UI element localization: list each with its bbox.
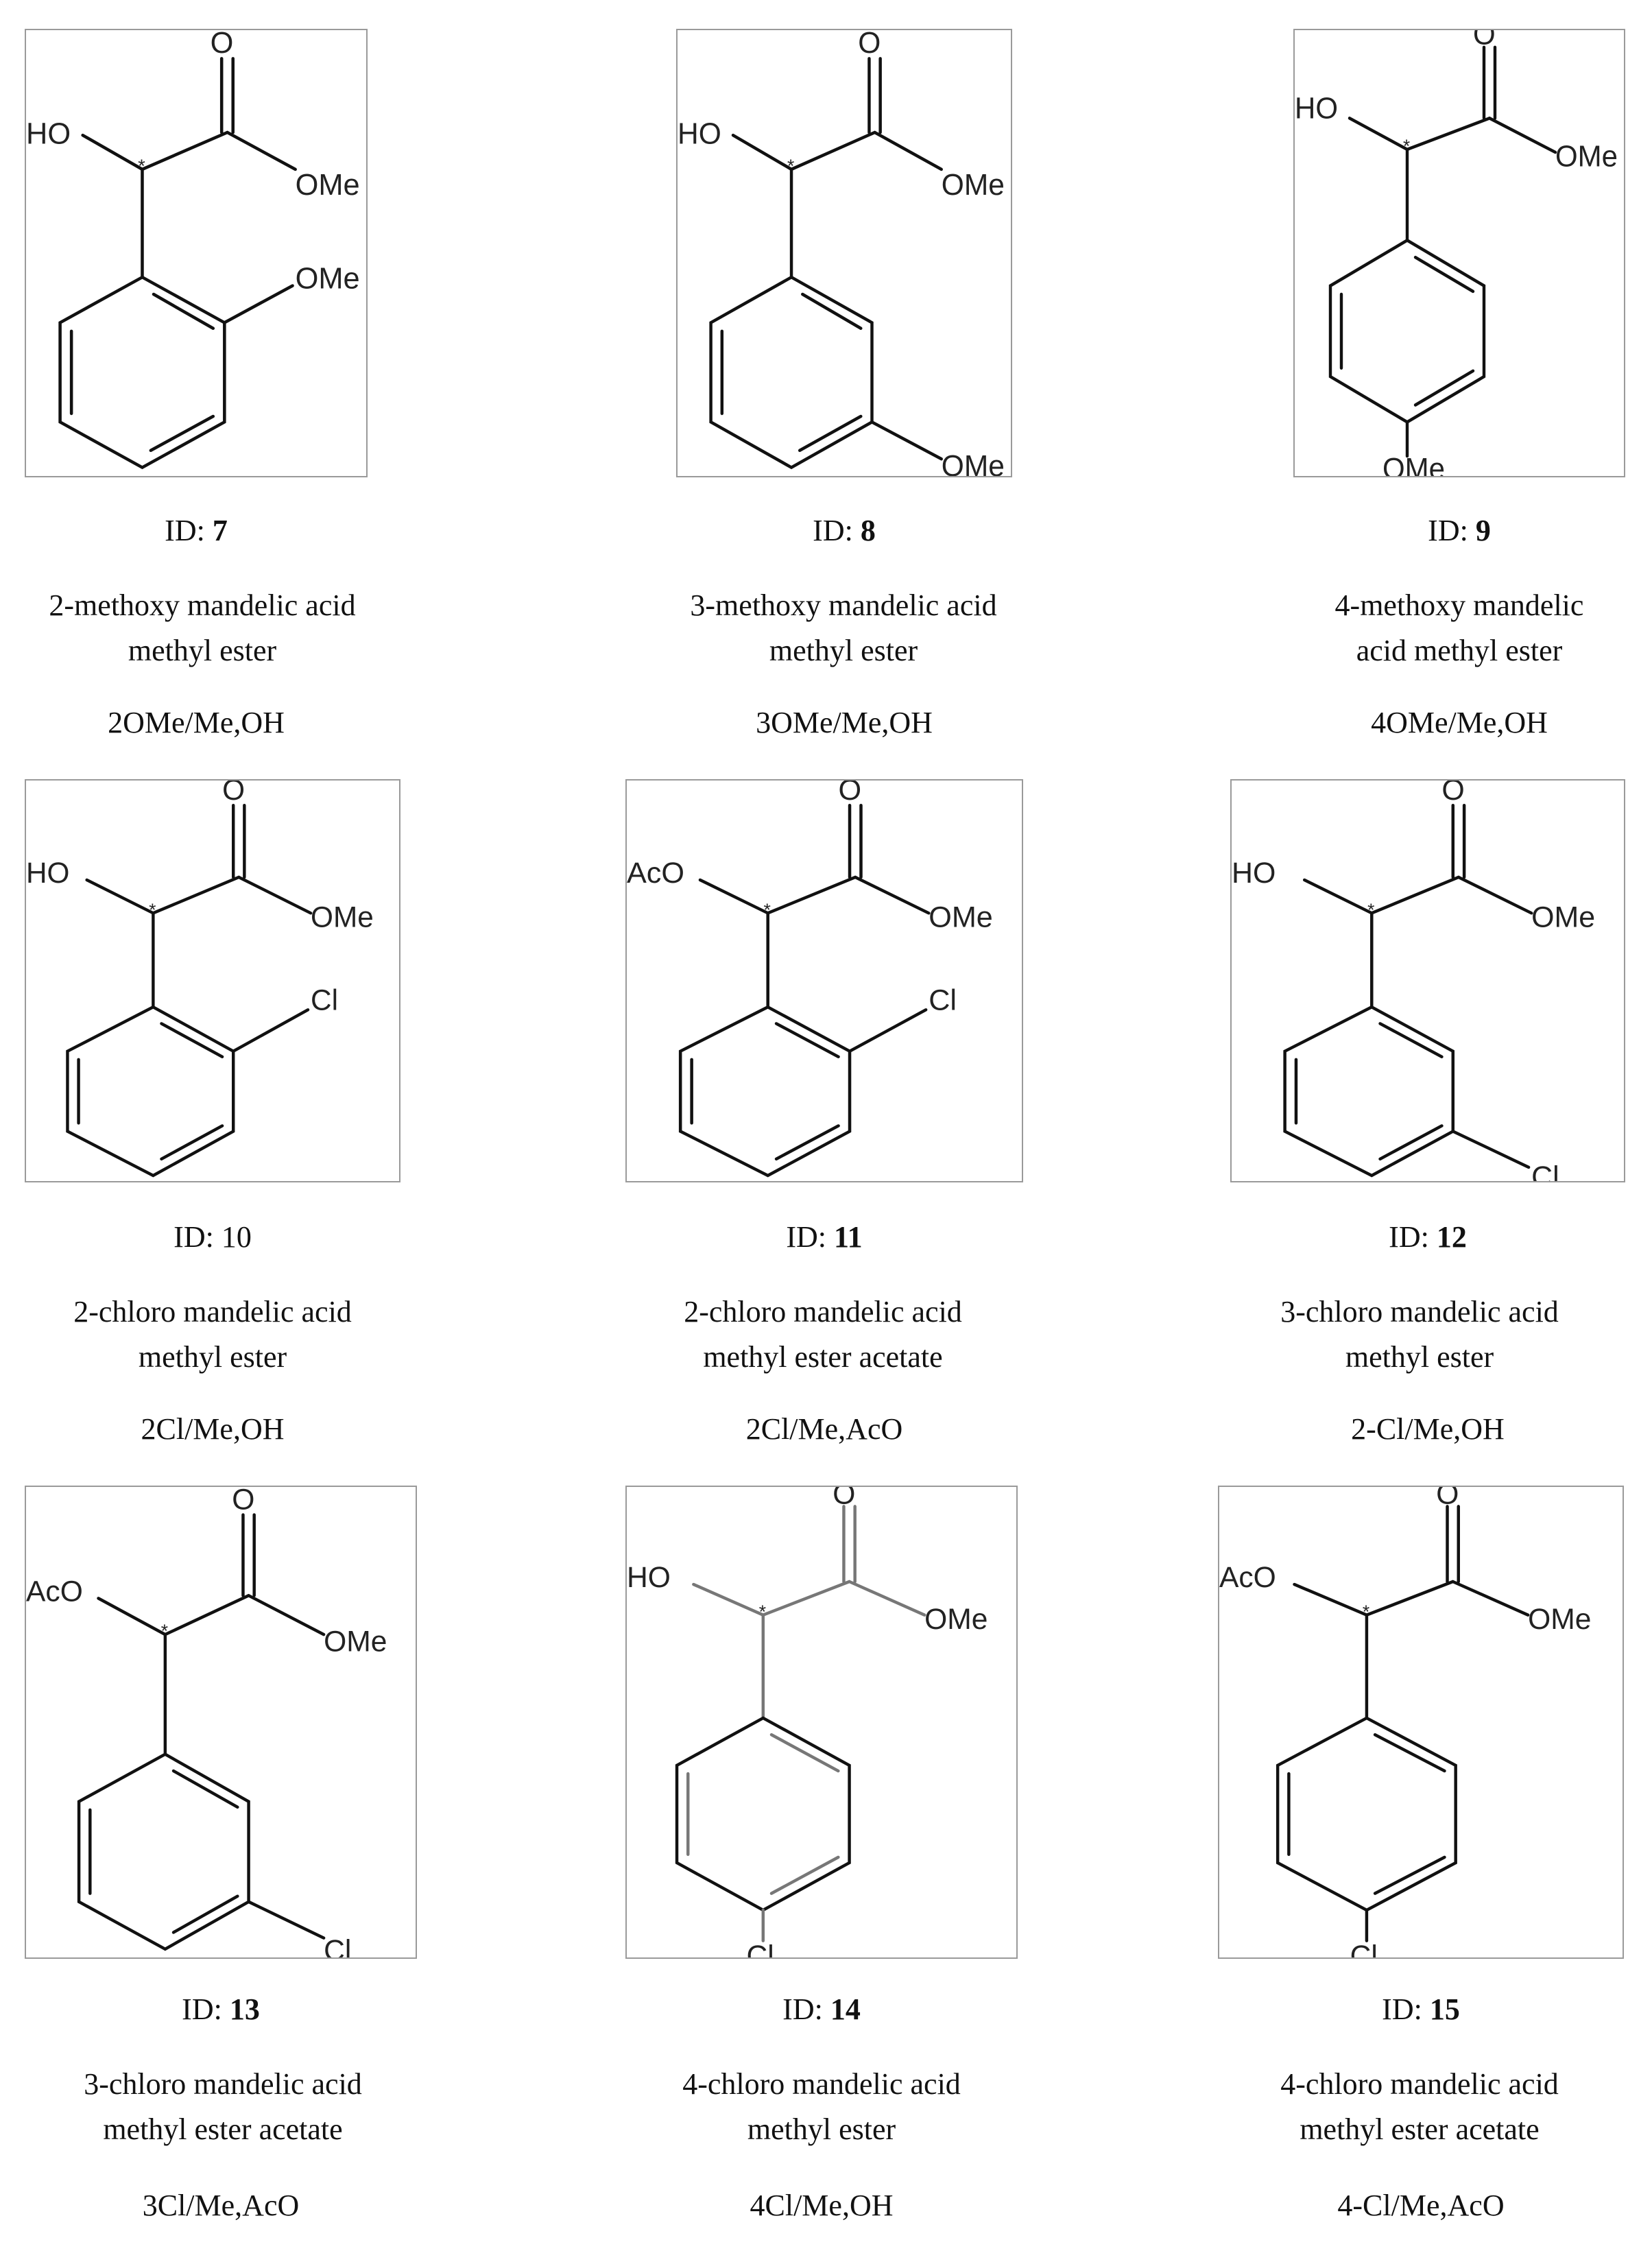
svg-text:OMe: OMe (296, 169, 360, 202)
compound-id: ID: 11 (786, 1220, 863, 1254)
svg-text:*: * (138, 156, 145, 176)
compound-id: ID: 10 (173, 1220, 252, 1254)
structure-frame: O HO OMe OMe * (25, 29, 368, 477)
svg-text:Cl: Cl (1531, 1160, 1559, 1181)
svg-text:HO: HO (26, 857, 69, 889)
svg-text:OMe: OMe (929, 901, 993, 933)
svg-text:O: O (1436, 1487, 1459, 1510)
structure-2-chloro-mandelic-methyl-ester-acetate: O AcO OMe Cl * (627, 781, 993, 1178)
structure-frame: O HO OMe OMe * (1293, 29, 1625, 477)
svg-text:OMe: OMe (1555, 140, 1618, 174)
structure-4-chloro-mandelic-methyl-ester: O HO OMe Cl * (627, 1487, 987, 1957)
structure-3-chloro-mandelic-methyl-ester-acetate: O AcO OMe Cl * (26, 1487, 387, 1957)
svg-text:Cl: Cl (324, 1934, 351, 1957)
svg-text:O: O (1473, 30, 1496, 51)
compound-code: 4OMe/Me,OH (1371, 706, 1548, 739)
compound-id: ID: 12 (1389, 1220, 1467, 1254)
structure-3-methoxy-mandelic-methyl-ester: O HO OMe OMe * (678, 30, 1005, 476)
svg-text:O: O (833, 1487, 855, 1510)
compound-code: 4Cl/Me,OH (750, 2189, 894, 2222)
svg-text:OMe: OMe (1528, 1603, 1591, 1636)
svg-text:AcO: AcO (26, 1575, 83, 1608)
svg-text:O: O (232, 1487, 254, 1516)
svg-text:AcO: AcO (1219, 1561, 1276, 1594)
svg-text:*: * (149, 899, 156, 920)
structure-2-methoxy-mandelic-methyl-ester: O HO OMe OMe * (26, 30, 360, 470)
svg-text:OMe: OMe (942, 450, 1005, 476)
compound-code: 2Cl/Me,OH (141, 1412, 285, 1446)
svg-text:*: * (759, 1601, 766, 1622)
compound-code: 2-Cl/Me,OH (1351, 1412, 1505, 1446)
compound-code: 2OMe/Me,OH (108, 706, 285, 739)
svg-text:O: O (858, 30, 881, 60)
svg-text:O: O (839, 781, 862, 807)
compound-id: ID: 15 (1382, 1992, 1460, 2026)
svg-text:O: O (222, 781, 245, 806)
structure-2-chloro-mandelic-methyl-ester: O HO OMe Cl * (26, 781, 374, 1178)
structure-frame: O HO OMe Cl * (1230, 779, 1625, 1182)
svg-text:AcO: AcO (627, 857, 684, 889)
svg-text:HO: HO (627, 1561, 671, 1594)
compound-id: ID: 8 (813, 514, 876, 547)
svg-text:O: O (1441, 781, 1464, 807)
structure-frame: O HO OMe OMe * (676, 29, 1012, 477)
structure-frame: O HO OMe Cl * (25, 779, 400, 1182)
svg-text:Cl: Cl (1350, 1940, 1378, 1957)
compound-id: ID: 14 (782, 1992, 861, 2026)
svg-text:Cl: Cl (746, 1940, 774, 1957)
svg-text:OMe: OMe (942, 169, 1005, 202)
structure-frame: O HO OMe Cl * (625, 1486, 1018, 1959)
compound-code: 3OMe/Me,OH (756, 706, 933, 739)
structure-4-methoxy-mandelic-methyl-ester: O HO OMe OMe * (1295, 30, 1618, 476)
svg-text:OMe: OMe (296, 263, 360, 296)
compound-code: 2Cl/Me,AcO (745, 1412, 903, 1446)
svg-text:*: * (1403, 136, 1410, 157)
svg-text:Cl: Cl (929, 984, 957, 1016)
svg-text:*: * (1367, 900, 1374, 920)
svg-text:HO: HO (1232, 857, 1276, 890)
compound-id: ID: 9 (1428, 514, 1491, 547)
structure-frame: O AcO OMe Cl * (625, 779, 1023, 1182)
compound-code: 3Cl/Me,AcO (142, 2189, 300, 2222)
svg-text:OMe: OMe (1382, 452, 1445, 476)
svg-text:OMe: OMe (924, 1603, 987, 1636)
svg-text:*: * (161, 1621, 168, 1641)
structure-4-chloro-mandelic-methyl-ester-acetate: O AcO OMe Cl * (1219, 1487, 1591, 1957)
compound-id: ID: 7 (165, 514, 228, 547)
svg-text:OMe: OMe (1531, 901, 1595, 934)
compound-id: ID: 13 (182, 1992, 260, 2026)
svg-text:HO: HO (678, 117, 721, 151)
svg-text:*: * (787, 156, 794, 176)
svg-text:OMe: OMe (311, 901, 374, 933)
compound-code: 4-Cl/Me,AcO (1337, 2189, 1505, 2222)
svg-text:O: O (211, 30, 234, 60)
svg-text:*: * (764, 900, 771, 920)
structure-frame: O AcO OMe Cl * (1218, 1486, 1624, 1959)
structure-3-chloro-mandelic-methyl-ester: O HO OMe Cl * (1232, 781, 1595, 1181)
svg-text:OMe: OMe (324, 1625, 387, 1658)
svg-text:*: * (1363, 1601, 1369, 1622)
svg-text:HO: HO (26, 118, 71, 151)
svg-text:HO: HO (1295, 92, 1338, 126)
structure-frame: O AcO OMe Cl * (25, 1486, 417, 1959)
svg-text:Cl: Cl (311, 984, 338, 1016)
